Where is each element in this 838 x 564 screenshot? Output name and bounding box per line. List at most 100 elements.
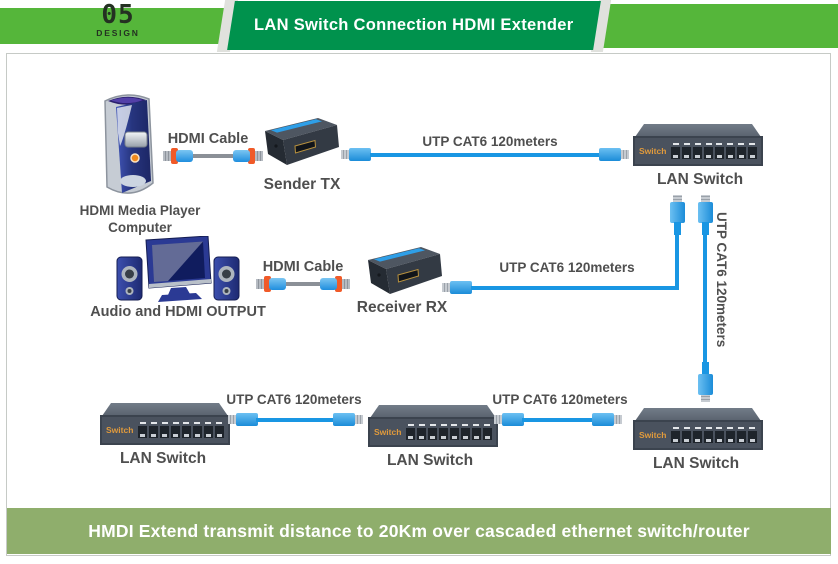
hdmi-cable-icon xyxy=(256,275,350,293)
rj45-port xyxy=(682,431,691,443)
rj45-connector-icon xyxy=(698,195,713,235)
rj45-tip xyxy=(701,195,710,202)
switch-badge: Switch xyxy=(639,430,667,440)
utp-label-mid: UTP CAT6 120meters xyxy=(499,260,635,275)
led-dash xyxy=(215,422,222,424)
utp-label-top: UTP CAT6 120meters xyxy=(422,134,558,149)
led-dash xyxy=(727,143,734,145)
led-dash xyxy=(705,427,712,429)
rj45-port xyxy=(450,428,459,440)
receiver-label: Receiver RX xyxy=(356,299,448,316)
led-dash xyxy=(716,143,723,145)
led-dash xyxy=(738,427,745,429)
rj45-tip xyxy=(621,150,629,159)
rj45-port xyxy=(704,431,713,443)
led-dash xyxy=(183,422,190,424)
switch-top-face xyxy=(370,405,496,418)
rj45-port xyxy=(671,147,680,159)
switch-badge: Switch xyxy=(374,427,402,437)
rj45-tip xyxy=(614,415,622,424)
rj45-body xyxy=(349,148,371,161)
page-title: LAN Switch Connection HDMI Extender xyxy=(254,16,574,34)
rj45-port xyxy=(737,147,746,159)
lan-switch-label-bottom-middle: LAN Switch xyxy=(386,452,474,469)
switch-top-face xyxy=(102,403,228,416)
lan-switch-icon-bottom-right: Switch xyxy=(633,408,763,450)
rj45-sleeve xyxy=(702,222,709,235)
lan-switch-label-bottom-right: LAN Switch xyxy=(652,455,740,472)
hdmi-plug-icon xyxy=(320,278,337,290)
led-dash xyxy=(150,422,157,424)
led-dash xyxy=(462,424,469,426)
utp-cable-mid-vertical xyxy=(675,232,679,290)
rj45-sleeve xyxy=(674,222,681,235)
hdmi-plug-end-icon xyxy=(256,279,264,289)
led-dash xyxy=(418,424,425,426)
hdmi-cable-label-1: HDMI Cable xyxy=(167,131,249,147)
switch-ports xyxy=(406,424,492,440)
audio-output-label: Audio and HDMI OUTPUT xyxy=(90,304,266,320)
hdmi-plug-wing-icon xyxy=(335,276,342,292)
switch-front-face: Switch xyxy=(100,415,230,445)
rj45-body xyxy=(670,202,685,223)
rj45-body xyxy=(333,413,355,426)
rj45-body xyxy=(698,202,713,223)
computer-tower-icon xyxy=(104,94,154,194)
rj45-port xyxy=(406,428,415,440)
rj45-connector-icon xyxy=(599,148,629,161)
led-dash xyxy=(483,424,490,426)
rj45-connector-icon xyxy=(442,281,472,294)
rj45-body xyxy=(236,413,258,426)
hdmi-plug-end-icon xyxy=(342,279,350,289)
rj45-port xyxy=(726,147,735,159)
rj45-port xyxy=(204,426,213,438)
hdmi-plug-wing-icon xyxy=(248,148,255,164)
hdmi-plug-icon xyxy=(269,278,286,290)
led-dash xyxy=(172,422,179,424)
speakers-monitor-icon xyxy=(116,236,240,302)
led-dash xyxy=(673,427,679,429)
led-dash xyxy=(194,422,201,424)
rj45-body xyxy=(502,413,524,426)
utp-cable-bottom-left xyxy=(256,418,336,422)
switch-front-face: Switch xyxy=(368,417,498,447)
header-title-band: LAN Switch Connection HDMI Extender xyxy=(227,1,601,50)
lan-switch-icon-bottom-middle: Switch xyxy=(368,405,498,447)
rj45-port xyxy=(461,428,470,440)
rj45-port xyxy=(704,147,713,159)
rj45-tip xyxy=(673,195,682,202)
rj45-port xyxy=(748,431,757,443)
switch-top-face xyxy=(635,408,761,421)
computer-label: HDMI Media Player Computer xyxy=(60,203,220,237)
rj45-port xyxy=(149,426,158,438)
led-dash xyxy=(408,424,414,426)
rj45-port xyxy=(215,426,224,438)
computer-label-line1: HDMI Media Player xyxy=(79,203,201,218)
utp-label-bottom-left: UTP CAT6 120meters xyxy=(226,392,362,407)
rj45-port xyxy=(671,431,680,443)
hdmi-cable-label-2: HDMI Cable xyxy=(262,259,344,275)
lan-switch-icon-bottom-left: Switch xyxy=(100,403,230,445)
footer-banner: HMDI Extend transmit distance to 20Km ov… xyxy=(7,508,831,554)
lan-switch-icon-top-right: Switch xyxy=(633,124,763,166)
switch-badge: Switch xyxy=(639,146,667,156)
led-dash xyxy=(473,424,480,426)
logo-text: DESIGN xyxy=(96,28,140,38)
rj45-port xyxy=(472,428,481,440)
sender-tx-icon xyxy=(265,118,339,165)
hdmi-plug-wing-icon xyxy=(264,276,271,292)
led-dash xyxy=(683,427,690,429)
rj45-port xyxy=(693,431,702,443)
led-dash xyxy=(140,422,146,424)
rj45-connector-icon xyxy=(333,413,363,426)
rj45-tip xyxy=(701,395,710,402)
sender-label: Sender TX xyxy=(263,176,341,193)
hdmi-plug-end-icon xyxy=(255,151,263,161)
brand-logo: 05 DESIGN xyxy=(86,2,150,38)
hdmi-plug-icon xyxy=(233,150,250,162)
rj45-connector-icon xyxy=(341,148,371,161)
rj45-port xyxy=(171,426,180,438)
led-dash xyxy=(683,143,690,145)
header-bar-right xyxy=(602,4,838,48)
rj45-tip xyxy=(442,283,450,292)
